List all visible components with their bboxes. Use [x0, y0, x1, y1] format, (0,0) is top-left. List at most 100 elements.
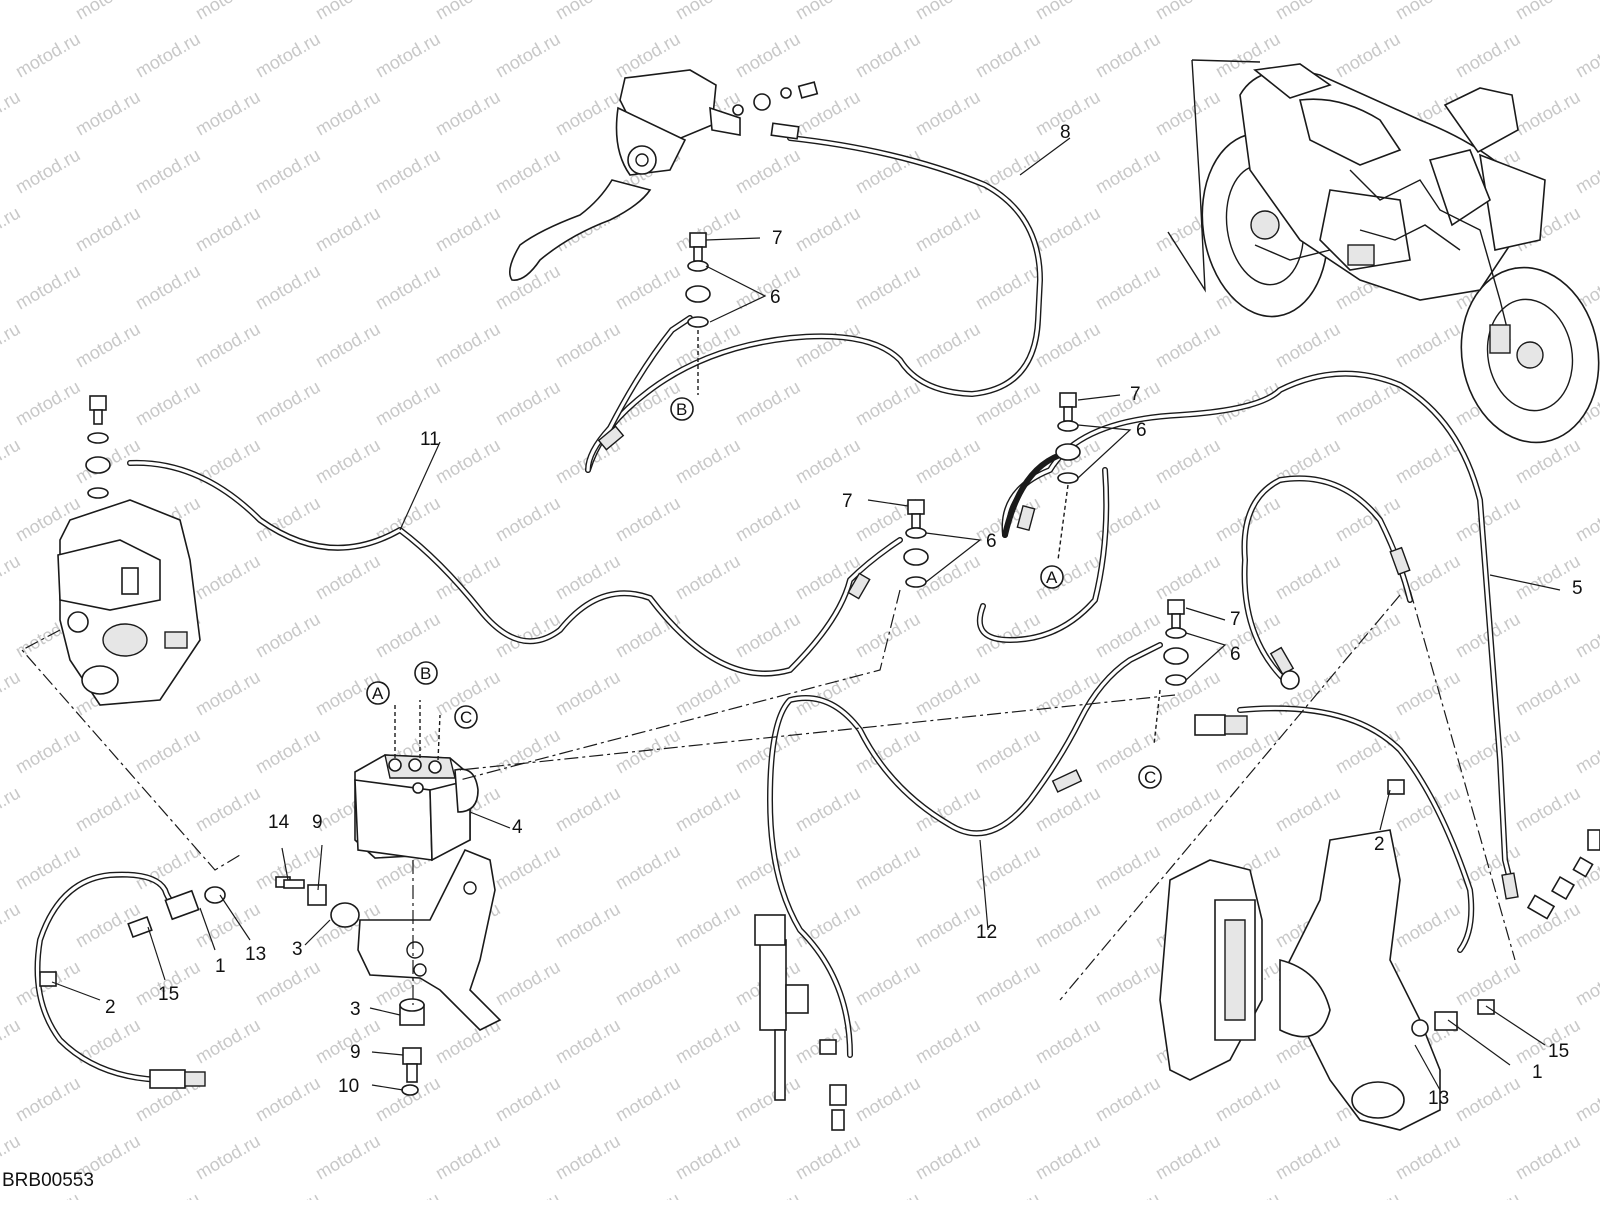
watermark-text: motod.ru [252, 609, 324, 662]
callout-3-lower: 3 [350, 999, 361, 1020]
watermark-text: motod.ru [12, 145, 84, 198]
callout-2-left: 2 [105, 997, 116, 1018]
callout-4: 4 [512, 817, 523, 838]
watermark-text: motod.ru [732, 1073, 804, 1126]
watermark-text: motod.ru [672, 783, 744, 836]
watermark-text: motod.ru [732, 841, 804, 894]
callout-13-left: 13 [245, 944, 266, 965]
watermark-text: motod.ru [1152, 783, 1224, 836]
ref-b-abs: B [414, 661, 438, 685]
watermark-text: motod.ru [1092, 1189, 1164, 1200]
watermark-text: motod.ru [1332, 29, 1404, 82]
watermark-text: motod.ru [1332, 493, 1404, 546]
watermark-text: motod.ru [1152, 435, 1224, 488]
watermark-text: motod.ru [1512, 87, 1584, 140]
watermark-text: motod.ru [492, 725, 564, 778]
rear-left-caliper [57, 499, 201, 706]
watermark-text: motod.ru [1452, 725, 1524, 778]
watermark-text: motod.ru [492, 145, 564, 198]
ref-c-rear: C [1138, 765, 1162, 789]
watermark-text: motod.ru [1512, 435, 1584, 488]
watermark-text: motod.ru [1092, 1073, 1164, 1126]
svg-text:A: A [1046, 568, 1058, 587]
watermark-text: motod.ru [192, 667, 264, 720]
watermark-text: motod.ru [312, 551, 384, 604]
watermark-text: motod.ru [1152, 1131, 1224, 1184]
watermark-text: motod.ru [312, 0, 384, 23]
watermark-text: motod.ru [612, 841, 684, 894]
watermark-text: motod.ru [1092, 29, 1164, 82]
watermark-text: motod.ru [0, 667, 24, 720]
watermark-text: motod.ru [0, 551, 24, 604]
watermark-text: motod.ru [0, 0, 24, 23]
callout-1-left: 1 [215, 956, 226, 977]
watermark-text: motod.ru [252, 725, 324, 778]
watermark-text: motod.ru [132, 29, 204, 82]
watermark-text: motod.ru [492, 493, 564, 546]
watermark-text: motod.ru [792, 319, 864, 372]
callout-14: 14 [268, 812, 290, 833]
watermark-text: motod.ru [1272, 0, 1344, 23]
callout-labels: 8 7 6 11 7 6 7 6 7 6 5 4 14 9 12 3 1 13 … [105, 122, 1583, 1109]
watermark-text: motod.ru [1392, 667, 1464, 720]
watermark-text: motod.ru [1152, 87, 1224, 140]
watermark-text: motod.ru [552, 1131, 624, 1184]
watermark-text: motod.ru [972, 261, 1044, 314]
watermark-text: motod.ru [612, 261, 684, 314]
svg-text:B: B [676, 400, 687, 419]
watermark-text: motod.ru [912, 435, 984, 488]
callout-15-right: 15 [1548, 1041, 1569, 1062]
watermark-text: motod.ru [672, 319, 744, 372]
watermark-text: motod.ru [432, 1131, 504, 1184]
watermark-text: motod.ru [732, 261, 804, 314]
watermark-text: motod.ru [132, 145, 204, 198]
rear-master-cylinder [754, 914, 847, 1131]
watermark-text: motod.ru [1032, 1131, 1104, 1184]
watermark-text: motod.ru [72, 87, 144, 140]
watermark-text: motod.ru [1152, 667, 1224, 720]
watermark-text: motod.ru [1272, 551, 1344, 604]
watermark-text: motod.ru [852, 261, 924, 314]
watermark-text: motod.ru [672, 667, 744, 720]
watermark-text: motod.ru [852, 957, 924, 1010]
front-wheel-speed-sensor [1194, 714, 1495, 1037]
watermark-text: motod.ru [732, 609, 804, 662]
ref-c-abs: C [454, 705, 478, 729]
watermark-text: motod.ru [192, 319, 264, 372]
watermark-text: motod.ru [192, 1015, 264, 1068]
watermark-text: motod.ru [972, 29, 1044, 82]
watermark-text: motod.ru [1212, 1073, 1284, 1126]
watermark-text: motod.ru [492, 1189, 564, 1200]
watermark-text: motod.ru [72, 203, 144, 256]
watermark-text: motod.ru [1092, 841, 1164, 894]
watermark-text: motod.ru [192, 87, 264, 140]
watermark-text: motod.ru [912, 667, 984, 720]
watermark-text: motod.ru [612, 725, 684, 778]
front-caliper-hose-fitting [1280, 670, 1300, 690]
drawing-code: BRB00553 [2, 1170, 94, 1191]
watermark-text: motod.ru [972, 725, 1044, 778]
watermark-text: motod.ru [552, 899, 624, 952]
callout-3-upper: 3 [292, 939, 303, 960]
callout-13-right: 13 [1428, 1088, 1449, 1109]
watermark-text: motod.ru [1272, 1131, 1344, 1184]
callout-8: 8 [1060, 122, 1071, 143]
leader-lines [51, 137, 1561, 1091]
watermark-text: motod.ru [312, 87, 384, 140]
watermark-text: motod.ru [432, 0, 504, 23]
watermark-text: motod.ru [1032, 319, 1104, 372]
watermark-text: motod.ru [672, 1131, 744, 1184]
watermark-text: motod.ru [1572, 493, 1600, 546]
watermark-text: motod.ru [192, 0, 264, 23]
watermark-text: motod.ru [792, 203, 864, 256]
callout-2-right: 2 [1374, 834, 1385, 855]
watermark-text: motod.ru [432, 87, 504, 140]
watermark-text: motod.ru [732, 725, 804, 778]
watermark-text: motod.ru [72, 783, 144, 836]
watermark-text: motod.ru [1152, 0, 1224, 23]
watermark-text: motod.ru [1092, 609, 1164, 662]
watermark-text: motod.ru [12, 725, 84, 778]
watermark-text: motod.ru [672, 435, 744, 488]
watermark-text: motod.ru [1572, 725, 1600, 778]
callout-1-right: 1 [1532, 1062, 1543, 1083]
